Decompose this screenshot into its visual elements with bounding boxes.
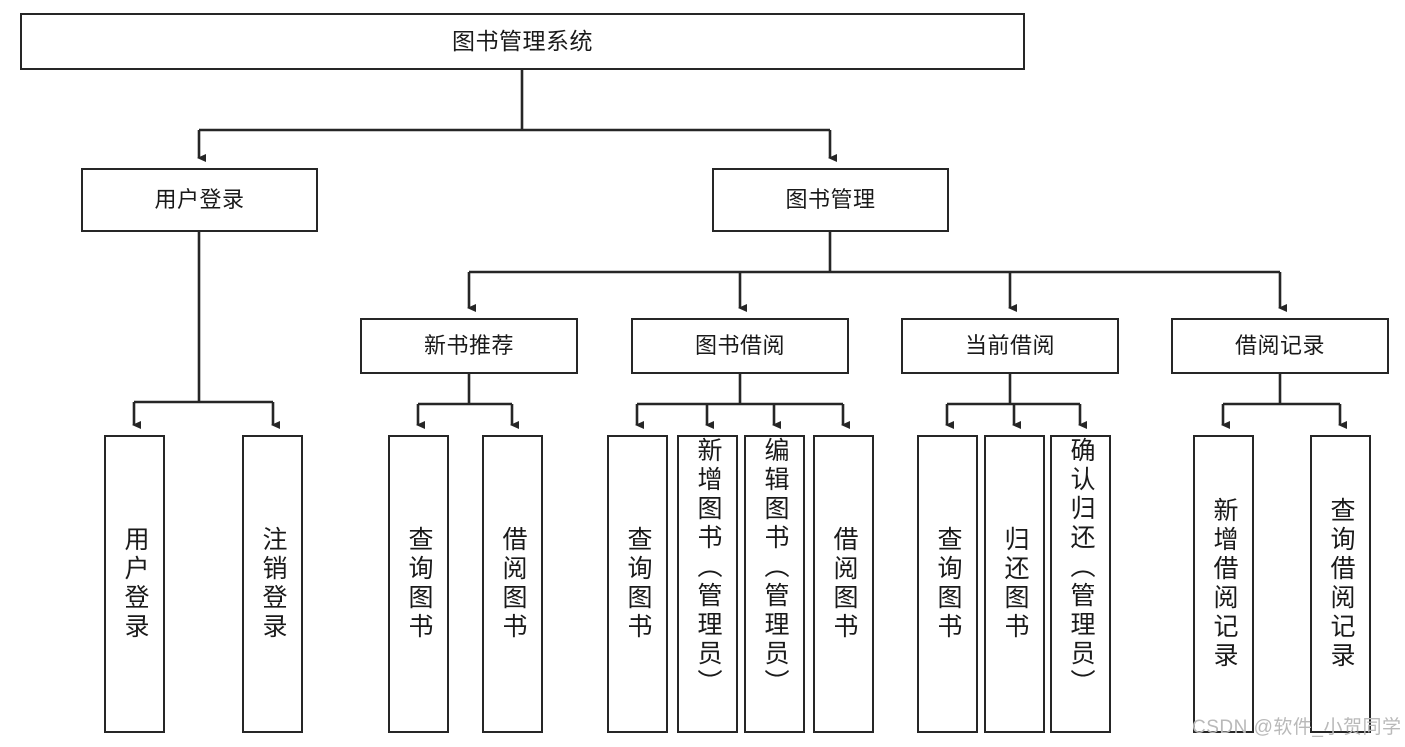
node-current-borrow-label: 当前借阅 [964, 333, 1055, 359]
node-book-borrow[interactable]: 图书借阅 [631, 318, 849, 374]
leaf-query-record[interactable]: 查询借阅记录 [1310, 435, 1371, 733]
leaf-query-record-label: 查询借阅记录 [1327, 497, 1355, 671]
leaf-borrow-book-1[interactable]: 借阅图书 [482, 435, 543, 733]
leaf-borrow-book-2[interactable]: 借阅图书 [813, 435, 874, 733]
node-root[interactable]: 图书管理系统 [20, 13, 1025, 70]
node-current-borrow[interactable]: 当前借阅 [901, 318, 1119, 374]
leaf-query-book-1-label: 查询图书 [405, 526, 433, 642]
leaf-query-book-3[interactable]: 查询图书 [917, 435, 978, 733]
node-book-borrow-label: 图书借阅 [694, 333, 785, 359]
node-user-login-label: 用户登录 [154, 187, 245, 213]
leaf-query-book-2[interactable]: 查询图书 [607, 435, 668, 733]
leaf-borrow-book-1-label: 借阅图书 [499, 526, 527, 642]
node-root-label: 图书管理系统 [452, 27, 593, 54]
leaf-add-record[interactable]: 新增借阅记录 [1193, 435, 1254, 733]
leaf-borrow-book-2-label: 借阅图书 [830, 526, 858, 642]
watermark: CSDN @软件_小贺同学 [1192, 717, 1402, 738]
node-book-manage[interactable]: 图书管理 [712, 168, 949, 232]
leaf-add-record-label: 新增借阅记录 [1210, 497, 1238, 671]
leaf-return-book-label: 归还图书 [1001, 526, 1029, 642]
node-user-login[interactable]: 用户登录 [81, 168, 318, 232]
leaf-user-login[interactable]: 用户登录 [104, 435, 165, 733]
node-new-book-recommend[interactable]: 新书推荐 [360, 318, 578, 374]
leaf-user-logout[interactable]: 注销登录 [242, 435, 303, 733]
node-book-manage-label: 图书管理 [785, 187, 876, 213]
node-borrow-record[interactable]: 借阅记录 [1171, 318, 1389, 374]
leaf-user-login-label: 用户登录 [121, 526, 149, 642]
leaf-add-book[interactable]: 新增图书（管理员） [677, 435, 738, 733]
node-borrow-record-label: 借阅记录 [1234, 333, 1325, 359]
leaf-confirm-return[interactable]: 确认归还（管理员） [1050, 435, 1111, 733]
leaf-query-book-3-label: 查询图书 [934, 526, 962, 642]
leaf-user-logout-label: 注销登录 [259, 526, 287, 642]
node-new-book-recommend-label: 新书推荐 [423, 333, 514, 359]
leaf-query-book-1[interactable]: 查询图书 [388, 435, 449, 733]
leaf-add-book-label: 新增图书（管理员） [694, 437, 722, 698]
leaf-return-book[interactable]: 归还图书 [984, 435, 1045, 733]
leaf-edit-book[interactable]: 编辑图书（管理员） [744, 435, 805, 733]
leaf-edit-book-label: 编辑图书（管理员） [761, 437, 789, 698]
leaf-confirm-return-label: 确认归还（管理员） [1067, 437, 1095, 698]
leaf-query-book-2-label: 查询图书 [624, 526, 652, 642]
